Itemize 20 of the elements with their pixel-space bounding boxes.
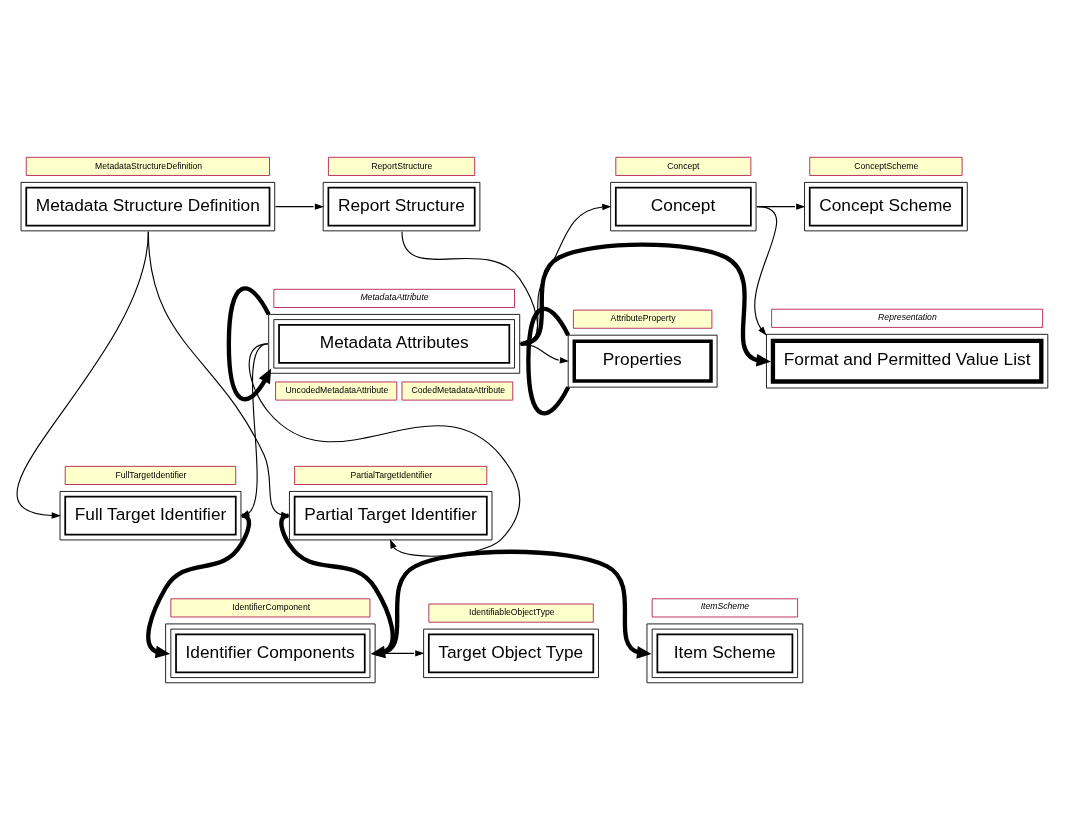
node-label: FullTargetIdentifier <box>115 469 187 480</box>
arrow <box>754 205 778 336</box>
node-label: ItemScheme <box>700 600 750 611</box>
node-label: PartialTargetIdentifier <box>350 469 433 480</box>
arrow <box>275 202 325 210</box>
node-label: MetadataAttribute <box>360 291 429 302</box>
node-label: MetadataStructureDefinition <box>95 160 203 171</box>
node-label: UncodedMetadataAttribute <box>285 384 389 395</box>
node-label: Concept <box>667 160 700 171</box>
node-label: ReportStructure <box>371 160 433 171</box>
node-label: Representation <box>878 311 937 322</box>
arrow <box>226 285 272 401</box>
node-label: CodedMetadataAttribute <box>411 384 506 395</box>
node-label: IdentifiableObjectType <box>469 606 555 617</box>
arrow <box>375 549 652 659</box>
node-label: IdentifierComponent <box>232 601 311 612</box>
node-label: AttributeProperty <box>610 312 676 323</box>
connector <box>526 306 571 415</box>
arrow <box>146 513 252 658</box>
node-label: ConceptScheme <box>854 160 919 171</box>
